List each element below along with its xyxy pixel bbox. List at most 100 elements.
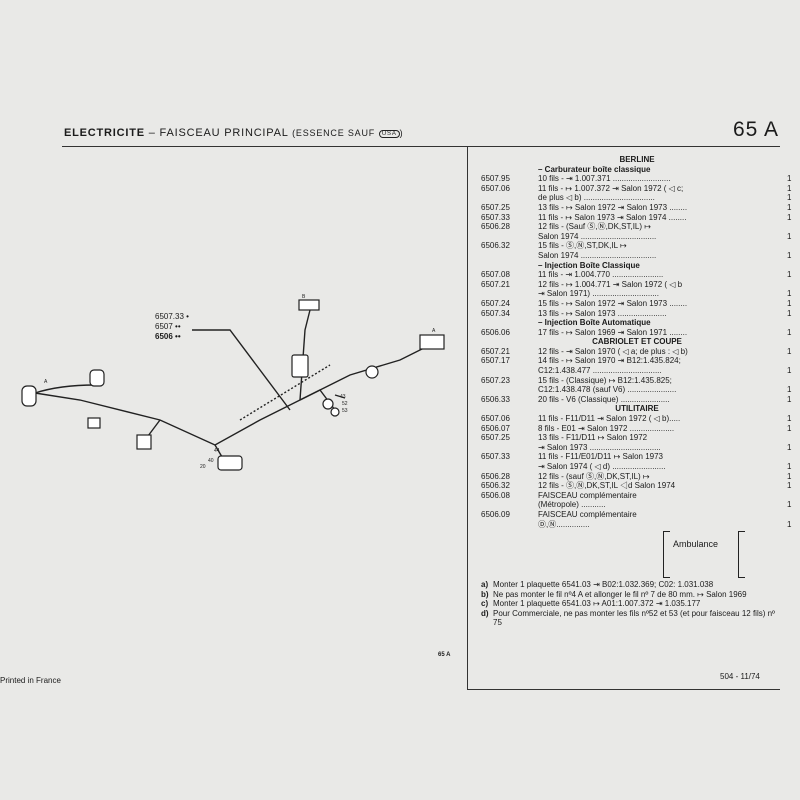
part-description: 8 fils - E01 ⇥ Salon 1972 ..............… [538, 423, 675, 433]
part-quantity: 1 [787, 519, 792, 529]
part-code: 6506.33 [481, 394, 510, 404]
parts-row: 6507.24 15 fils - ↦ Salon 1972 ⇥ Salon 19… [481, 299, 793, 309]
harness-trunk [34, 344, 431, 446]
footnote-key: a) [481, 580, 489, 589]
part-quantity: 1 [787, 270, 792, 280]
part-description: 13 fils - F11/D11 ↦ Salon 1972 [538, 433, 648, 443]
part-code: 6507.17 [481, 356, 510, 366]
part-quantity: 1 [787, 193, 792, 203]
title-rest: – FAISCEAU PRINCIPAL [144, 127, 289, 139]
parts-row: 6507.08 11 fils - ⇥ 1.004.770 ...........… [481, 270, 793, 280]
parts-row: ⇥ Salon 1973 ...........................… [481, 443, 793, 453]
part-description: 17 fils - ↦ Salon 1969 ⇥ Salon 1971 ....… [538, 327, 688, 337]
part-description: 11 fils - F11/D11 ⇥ Salon 1972 ( ◁ b)...… [538, 414, 681, 424]
label-b-top: B [302, 294, 306, 300]
parts-row: 6507.06 11 fils - F11/D11 ⇥ Salon 1972 ( … [481, 414, 793, 424]
relay-box [291, 354, 309, 378]
usa-badge: USA [378, 130, 400, 138]
parts-row: ⇥ Salon 1974 ( ◁ d) ....................… [481, 462, 793, 472]
part-code: 6507.23 [481, 375, 510, 385]
parts-row: 6507.34 13 fils - ↦ Salon 1973 ..........… [481, 309, 793, 319]
label-a-right: A [432, 328, 436, 334]
part-code: 6506.06 [481, 327, 510, 337]
subsection-heading: – Injection Boîte Classique [538, 260, 640, 270]
part-code: 6507.34 [481, 308, 510, 318]
switch-connector [136, 434, 152, 450]
part-description: de plus ◁ b) ...........................… [538, 193, 655, 203]
grommet [365, 365, 379, 379]
parts-row: 6507.33 11 fils - F11/E01/D11 ↦ Salon 197… [481, 452, 793, 462]
legend-leader [192, 329, 291, 411]
part-description: C12:1.438.478 (sauf V6) ................… [538, 385, 677, 395]
footnote: c)Monter 1 plaquette 6541.03 ↦ A01:1.007… [481, 599, 781, 609]
page-reference: 504 - 11/74 [720, 672, 760, 681]
part-code: 6507.25 [481, 202, 510, 212]
part-description: 15 fils - ↦ Salon 1972 ⇥ Salon 1973 ....… [538, 298, 688, 308]
part-quantity: 1 [787, 174, 792, 184]
parts-row: de plus ◁ b) ...........................… [481, 193, 793, 203]
coil-connector [217, 455, 243, 471]
part-code: 6507.33 [481, 452, 510, 462]
parts-row: BERLINE [481, 155, 793, 165]
part-description: FAISCEAU complémentaire [538, 490, 637, 500]
subsection-heading: – Injection Boîte Automatique [538, 318, 651, 328]
part-quantity: 1 [787, 462, 792, 471]
label-52: 52 [342, 401, 348, 407]
part-quantity: 1 [787, 385, 792, 395]
title-paren: (ESSENCE SAUF [292, 128, 376, 138]
section-heading: BERLINE [619, 155, 655, 164]
part-code: 6507.06 [481, 414, 510, 424]
diagram-legend: 6507.33 • 6507 •• 6506 •• [155, 312, 189, 341]
part-description: FAISCEAU complémentaire [538, 509, 637, 519]
wiring-diagram: A B A 40 20 43 44 52 53 [21, 294, 445, 471]
section-heading: UTILITAIRE [615, 404, 659, 414]
part-code: 6507.08 [481, 270, 510, 280]
footnote-text: Monter 1 plaquette 6541.03 ⇥ B02:1.032.3… [493, 580, 714, 589]
part-code: 6507.33 [481, 212, 510, 222]
title-close: ) [399, 128, 404, 138]
parts-row: C12:1.438.478 (sauf V6) ................… [481, 385, 793, 395]
parts-row: Ⓓ,Ⓝ...............1 [481, 520, 793, 530]
part-description: 11 fils - F11/E01/D11 ↦ Salon 1973 [538, 452, 663, 462]
ambulance-bracket-right [738, 531, 745, 578]
part-description: (Métropole) ........... [538, 500, 606, 510]
part-code: 6506.32 [481, 241, 510, 251]
part-code: 6506.08 [481, 490, 510, 500]
parts-row: ⇥ Salon 1971) ..........................… [481, 289, 793, 299]
part-description: ⇥ Salon 1971) ..........................… [538, 289, 659, 299]
part-code: 6507.24 [481, 298, 510, 308]
ambulance-label: Ambulance [673, 539, 719, 549]
part-quantity: 1 [787, 308, 792, 318]
part-description: 13 fils - ↦ Salon 1973 .................… [538, 308, 667, 318]
part-code: 6507.21 [481, 346, 510, 356]
part-description: 11 fils - ⇥ 1.004.770 ..................… [538, 270, 664, 280]
part-quantity: 1 [787, 442, 792, 452]
page-code: 65 A [733, 118, 780, 141]
part-description: 12 fils - (Sauf Ⓢ,Ⓝ,DK,ST,IL) ↦ [538, 222, 651, 232]
part-description: 14 fils - ↦ Salon 1970 ⇥ B12:1.435.824; [538, 356, 681, 366]
part-description: Salon 1974 .............................… [538, 231, 657, 241]
parts-row: UTILITAIRE [481, 404, 793, 414]
connector-b [298, 299, 320, 311]
part-description: 10 fils - ⇥ 1.007.371 ..................… [538, 174, 671, 184]
part-description: ⇥ Salon 1974 ( ◁ d) ....................… [538, 462, 666, 471]
label-20: 20 [200, 464, 206, 470]
parts-row: – Injection Boîte Automatique [481, 318, 793, 328]
parts-row: Salon 1974 .............................… [481, 232, 793, 242]
connector-a [419, 334, 445, 350]
parts-row: Salon 1974 .............................… [481, 251, 793, 261]
footnote-key: c) [481, 599, 489, 609]
part-quantity: 1 [787, 289, 792, 299]
parts-row: 6507.17 14 fils - ↦ Salon 1970 ⇥ B12:1.43… [481, 356, 793, 366]
label-43: 43 [340, 394, 346, 400]
parts-row: 6506.08 FAISCEAU complémentaire [481, 491, 793, 501]
